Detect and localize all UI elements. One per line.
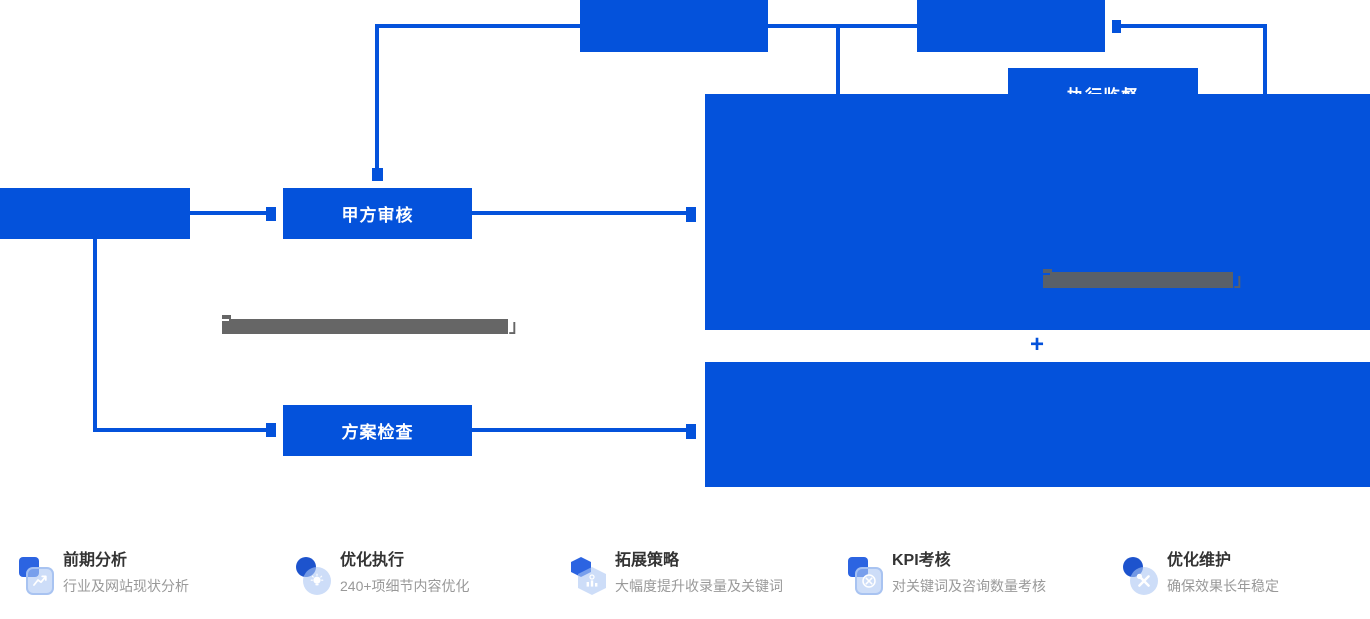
podium-chart-icon: [571, 553, 609, 599]
connector-line: [1263, 24, 1267, 94]
legend-title: 优化维护: [1167, 552, 1232, 569]
legend-item-kpi-assessment: KPI考核 对关键词及咨询数量考核: [848, 550, 1118, 610]
icon-front-shape: [1130, 567, 1158, 595]
connector-line: [93, 239, 97, 432]
icon-front-shape: [855, 567, 883, 595]
legend-title: 优化执行: [340, 552, 405, 569]
legend-title: KPI考核: [892, 552, 951, 569]
legend-subtitle: 确保效果长年稳定: [1167, 578, 1279, 594]
redacted-char-fragment: [222, 315, 231, 334]
connector-nub: [686, 207, 696, 222]
redacted-suffix-bracket: 」: [1234, 271, 1251, 290]
legend-title: 拓展策略: [615, 552, 680, 569]
lightbulb-icon: [296, 553, 334, 599]
legend-text-block: 前期分析 行业及网站现状分析: [63, 550, 189, 596]
legend-subtitle: 对关键词及咨询数量考核: [892, 578, 1046, 594]
legend-text-block: 优化执行 240+项细节内容优化: [340, 550, 470, 596]
connector-line: [836, 24, 840, 94]
legend-item-pre-analysis: 前期分析 行业及网站现状分析: [19, 550, 289, 610]
connector-nub: [1112, 20, 1121, 33]
connector-nub: [686, 424, 696, 439]
flow-panel-bottom: [705, 362, 1370, 487]
flow-node-label: 甲方审核: [341, 206, 414, 225]
crossed-wrench-icon: [1123, 553, 1161, 599]
legend-subtitle: 大幅度提升收录量及关键词: [615, 578, 783, 594]
connector-line: [1121, 24, 1267, 28]
legend-subtitle: 240+项细节内容优化: [340, 578, 470, 594]
legend-subtitle: 行业及网站现状分析: [63, 578, 189, 594]
legend-item-expansion-strategy: 拓展策略 大幅度提升收录量及关键词: [571, 550, 841, 610]
legend-text-block: 优化维护 确保效果长年稳定: [1167, 550, 1279, 596]
flow-node-top-2: [917, 0, 1105, 52]
gauge-tools-icon: [848, 553, 886, 599]
connector-line: [190, 211, 266, 215]
legend-item-optimization-maintenance: 优化维护 确保效果长年稳定: [1123, 550, 1370, 610]
legend-text-block: KPI考核 对关键词及咨询数量考核: [892, 550, 1046, 596]
connector-nub: [372, 168, 383, 181]
connector-line: [93, 428, 266, 432]
redacted-bar: [1050, 272, 1233, 288]
connector-line: [375, 24, 379, 170]
icon-front-shape: [26, 567, 54, 595]
redacted-bar: [229, 319, 508, 334]
flow-node-party-a-review: 甲方审核: [283, 188, 472, 239]
flow-node-label: 方案检查: [341, 423, 414, 442]
flow-panel-top: [705, 94, 1370, 330]
connector-line: [472, 211, 686, 215]
flow-node-plan-inspection: 方案检查: [283, 405, 472, 456]
redacted-text-on-blue: 」: [1043, 269, 1251, 290]
redacted-text-on-white: 」: [222, 315, 526, 336]
line-chart-icon: [19, 553, 57, 599]
redacted-suffix-bracket: 」: [509, 317, 526, 336]
legend-text-block: 拓展策略 大幅度提升收录量及关键词: [615, 550, 783, 596]
legend-title: 前期分析: [63, 552, 128, 569]
icon-front-shape: [578, 567, 606, 595]
icon-front-shape: [303, 567, 331, 595]
connector-line: [472, 428, 686, 432]
connector-nub: [266, 207, 276, 221]
flow-node-top-1: [580, 0, 768, 52]
legend-item-optimization-execution: 优化执行 240+项细节内容优化: [296, 550, 566, 610]
connector-nub: [266, 423, 276, 437]
plus-symbol: +: [1029, 331, 1044, 358]
flow-node-left: [0, 188, 190, 239]
redacted-char-fragment: [1043, 269, 1052, 288]
